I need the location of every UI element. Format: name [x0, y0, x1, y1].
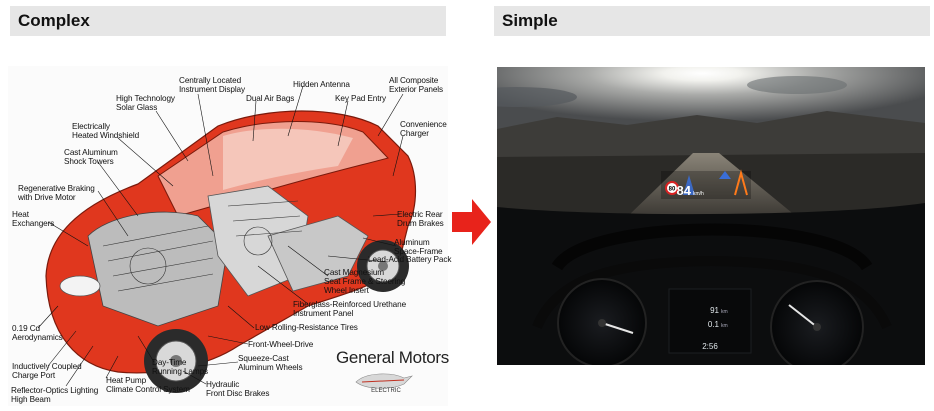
- hud-projection: 80 84 km/h: [661, 169, 751, 199]
- car-cutaway-illustration: Centrally Located Instrument Display Hid…: [8, 66, 452, 406]
- arrow-right-icon: [452, 199, 491, 245]
- trip-unit: km: [721, 309, 728, 315]
- label-aerodynamics: 0.19 Cd Aerodynamics: [12, 324, 63, 342]
- economy-unit: km: [721, 323, 728, 329]
- label-electric-rear: Electric Rear Drum Brakes: [397, 210, 444, 228]
- label-day-time: Day-Time Running Lamps: [152, 358, 209, 376]
- label-low-rolling: Low Rolling-Resistance Tires: [255, 323, 358, 332]
- hud-speed-unit: km/h: [693, 191, 704, 197]
- label-hidden-antenna: Hidden Antenna: [293, 80, 350, 89]
- trip-display: [668, 288, 752, 354]
- label-lead-acid: Lead-Acid Battery Pack: [368, 255, 452, 264]
- label-dual-air-bags: Dual Air Bags: [246, 94, 295, 103]
- simple-header: Simple: [494, 6, 930, 36]
- complex-title: Complex: [18, 11, 90, 30]
- label-front-wheel: Front-Wheel-Drive: [248, 340, 314, 349]
- label-all-composite: All Composite Exterior Panels: [389, 76, 444, 94]
- label-inductively: Inductively Coupled Charge Port: [12, 362, 82, 380]
- label-reflector: Reflector-Optics Lighting High Beam: [11, 386, 99, 404]
- ev1-badge-logo: ELECTRIC: [355, 373, 413, 394]
- complex-header: Complex: [10, 6, 446, 36]
- speed-limit-sign-icon: [665, 181, 679, 195]
- label-convenience-charger: Convenience Charger: [400, 120, 447, 138]
- label-regenerative-braking: Regenerative Braking with Drive Motor: [18, 184, 95, 202]
- hud-speed: 84: [677, 183, 692, 198]
- turn-arrow-icon: [719, 171, 731, 179]
- label-aluminum-space: Aluminum Space-Frame: [394, 238, 443, 256]
- tachometer-gauge: [557, 278, 647, 365]
- ev1-badge-text: ELECTRIC: [371, 388, 401, 394]
- lane-warning-icon: [734, 169, 748, 196]
- label-cast-aluminum-towers: Cast Aluminum Shock Towers: [64, 148, 118, 166]
- general-motors-logo-text: General Motors: [336, 348, 449, 367]
- economy-value: 0.1: [708, 320, 720, 329]
- trip-value: 91: [710, 306, 719, 315]
- label-electrically-heated: Electrically Heated Windshield: [72, 122, 140, 140]
- label-squeeze-cast: Squeeze-Cast Aluminum Wheels: [238, 354, 303, 372]
- simple-title: Simple: [502, 11, 558, 30]
- speedometer-gauge: [770, 280, 864, 365]
- label-centrally-located: Centrally Located Instrument Display: [179, 76, 245, 94]
- label-cast-magnesium: Cast Magnesium Seat Frame & Steering Whe…: [324, 268, 406, 295]
- label-heat-pump: Heat Pump Climate Control System: [106, 376, 190, 394]
- label-hydraulic: Hydraulic Front Disc Brakes: [206, 380, 270, 398]
- label-key-pad: Key Pad Entry: [335, 94, 387, 103]
- lane-guide-icon: [683, 175, 695, 195]
- label-fiberglass: Fiberglass-Reinforced Urethane Instrumen…: [293, 300, 407, 318]
- label-high-technology: High Technology Solar Glass: [116, 94, 175, 112]
- label-heat-exchangers: Heat Exchangers: [12, 210, 55, 228]
- clock-value: 2:56: [702, 342, 718, 351]
- car-drawing: [37, 85, 417, 393]
- hud-scene: 80 84 km/h 91 km 0.1 km 2:56: [497, 67, 925, 365]
- hud-limit: 80: [669, 187, 676, 193]
- hud-windshield-photo: 80 84 km/h 91 km 0.1 km 2:56: [497, 67, 925, 365]
